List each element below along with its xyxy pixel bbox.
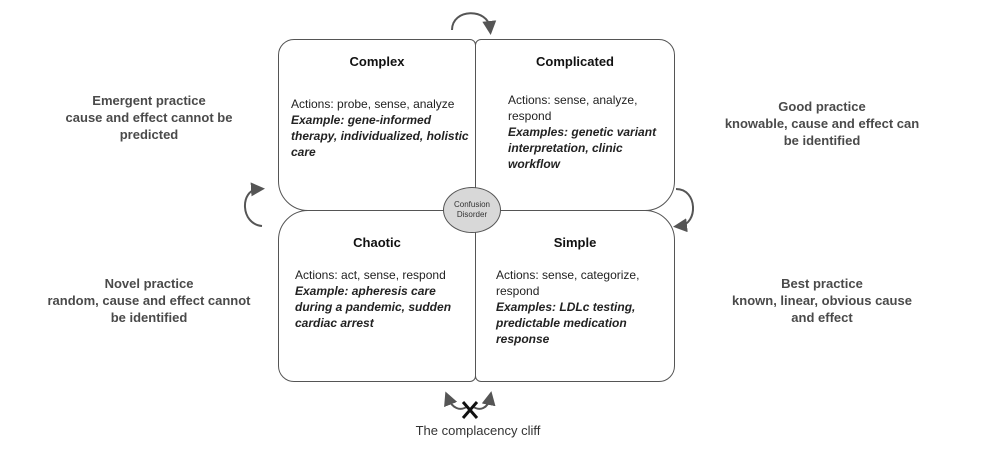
- simple-domain-body: Actions: sense, categorize, respond Exam…: [496, 267, 666, 347]
- chaotic-domain-body: Actions: act, sense, respond Example: ap…: [295, 267, 473, 331]
- complicated-domain-box: Complicated Actions: sense, analyze, res…: [475, 39, 675, 211]
- emergent-practice-desc-2: predicted: [119, 127, 179, 142]
- simple-domain-title: Simple: [553, 235, 597, 250]
- novel-practice-label: Novel practice random, cause and effect …: [29, 275, 269, 326]
- best-practice-desc-1: known, linear, obvious cause: [732, 293, 912, 308]
- emergent-practice-label: Emergent practice cause and effect canno…: [29, 92, 269, 143]
- complex-domain-box: Complex Actions: probe, sense, analyze E…: [278, 39, 476, 211]
- emergent-practice-title: Emergent practice: [92, 93, 206, 108]
- complicated-domain-title: Complicated: [535, 54, 614, 69]
- novel-practice-desc-2: be identified: [110, 310, 188, 325]
- emergent-practice-desc-1: cause and effect cannot be: [65, 110, 233, 125]
- complicated-domain-body: Actions: sense, analyze, respond Example…: [508, 92, 668, 172]
- center-label-disorder: Disorder: [456, 210, 488, 219]
- good-practice-label: Good practice knowable, cause and effect…: [702, 98, 942, 149]
- left-curved-arrow-icon: [244, 182, 265, 227]
- complacency-cliff-x-icon: [461, 401, 479, 419]
- simple-domain-actions: Actions: sense, categorize, respond: [496, 268, 640, 298]
- best-practice-desc-2: and effect: [791, 310, 853, 325]
- best-practice-label: Best practice known, linear, obvious cau…: [702, 275, 942, 326]
- good-practice-desc-1: knowable, cause and effect can: [724, 116, 920, 131]
- complicated-domain-example: Examples: genetic variant interpretation…: [508, 125, 657, 171]
- confusion-disorder-circle: Confusion Disorder: [443, 187, 501, 233]
- good-practice-desc-2: be identified: [783, 133, 861, 148]
- center-label-confusion: Confusion: [453, 200, 491, 209]
- complex-domain-actions: Actions: probe, sense, analyze: [291, 97, 455, 111]
- complex-domain-title: Complex: [349, 54, 405, 69]
- chaotic-domain-actions: Actions: act, sense, respond: [295, 268, 446, 282]
- complicated-domain-actions: Actions: sense, analyze, respond: [508, 93, 638, 123]
- complex-domain-body: Actions: probe, sense, analyze Example: …: [291, 96, 471, 160]
- simple-domain-box: Simple Actions: sense, categorize, respo…: [475, 210, 675, 382]
- novel-practice-title: Novel practice: [104, 276, 194, 291]
- novel-practice-desc-1: random, cause and effect cannot: [47, 293, 251, 308]
- chaotic-domain-title: Chaotic: [353, 235, 401, 250]
- good-practice-title: Good practice: [778, 99, 866, 114]
- complacency-cliff-label: The complacency cliff: [415, 423, 541, 438]
- chaotic-domain-example: Example: apheresis care during a pandemi…: [295, 284, 452, 330]
- top-curved-arrow-icon: [451, 12, 497, 35]
- simple-domain-example: Examples: LDLc testing, predictable medi…: [496, 300, 636, 346]
- best-practice-title: Best practice: [781, 276, 863, 291]
- right-curved-arrow-icon: [673, 188, 694, 233]
- complex-domain-example: Example: gene-informed therapy, individu…: [291, 113, 469, 159]
